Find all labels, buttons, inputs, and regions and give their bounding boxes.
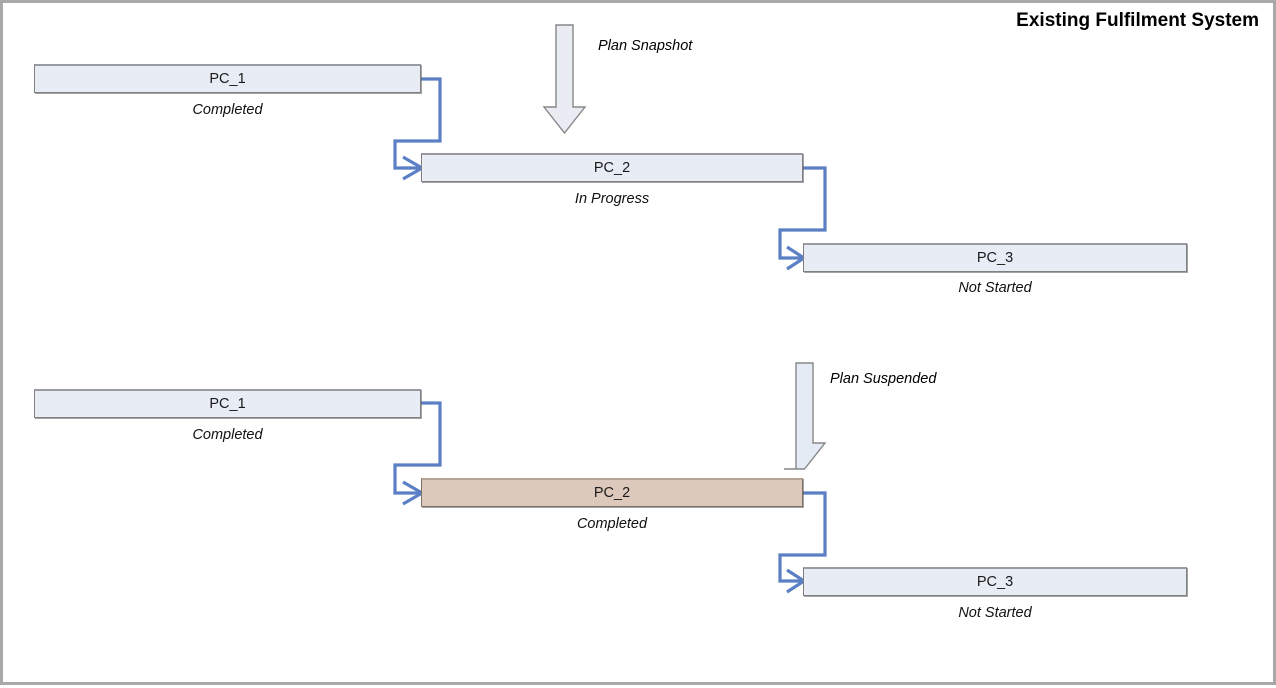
bar-bottom-pc-2[interactable]: PC_2	[421, 478, 803, 507]
bar-top-pc-1-name: PC_1	[209, 71, 246, 87]
bar-bottom-pc-2-status: Completed	[576, 516, 648, 532]
bar-top-pc-2[interactable]: PC_2	[421, 153, 803, 182]
bar-top-pc-3-status: Not Started	[958, 280, 1032, 296]
bar-top-pc-3[interactable]: PC_3	[803, 243, 1187, 272]
bar-top-pc-2-name: PC_2	[593, 160, 631, 176]
plan-suspended-block-arrow-icon	[784, 362, 827, 470]
annotation-plan-snapshot-label: Plan Snapshot	[598, 38, 693, 54]
bar-bottom-pc-3[interactable]: PC_3	[803, 567, 1187, 596]
bar-bottom-pc-1-name: PC_1	[209, 396, 246, 412]
bar-bottom-pc-3-status: Not Started	[958, 605, 1032, 621]
bar-top-pc-3-name: PC_3	[976, 250, 1014, 266]
bar-top-pc-1[interactable]: PC_1	[34, 64, 421, 93]
bar-bottom-pc-3-name: PC_3	[976, 574, 1014, 590]
bar-bottom-pc-2-name: PC_2	[593, 485, 631, 501]
plan-snapshot-block-arrow-icon	[542, 24, 587, 135]
annotation-plan-suspended-label: Plan Suspended	[830, 371, 937, 387]
bar-bottom-pc-1[interactable]: PC_1	[34, 389, 421, 418]
bar-top-pc-1-status: Completed	[192, 102, 263, 118]
page-title: Existing Fulfilment System	[1016, 10, 1259, 31]
bar-bottom-pc-1-status: Completed	[192, 427, 263, 443]
bar-top-pc-2-status: In Progress	[574, 191, 650, 207]
